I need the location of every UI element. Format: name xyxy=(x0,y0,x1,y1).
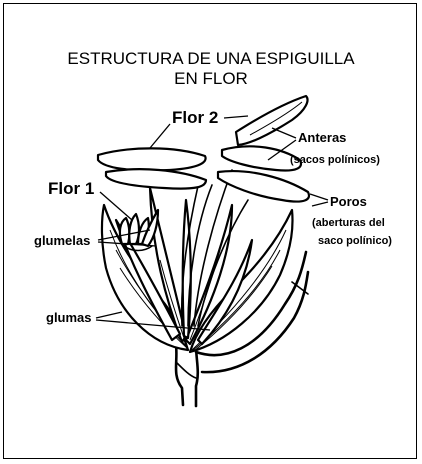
label-anteras: Anteras xyxy=(298,130,346,145)
flower-1 xyxy=(118,208,160,252)
pointer-anteras-2 xyxy=(267,139,297,161)
pointer-glumelas-1 xyxy=(97,229,151,241)
label-sacos-polinicos: (sacos polínicos) xyxy=(290,154,380,166)
diagram-title-line1: ESTRUCTURA DE UNA ESPIGUILLA xyxy=(67,49,355,68)
pointer-anteras-1 xyxy=(271,127,297,139)
rachilla xyxy=(194,250,310,374)
label-aberturas-2: saco polínico) xyxy=(318,235,392,247)
label-flor-1: Flor 1 xyxy=(48,179,94,198)
label-aberturas-1: (aberturas del xyxy=(312,217,385,229)
anther-right-mid xyxy=(220,145,303,172)
anther-right-top xyxy=(234,94,309,147)
pointer-glumelas-2 xyxy=(97,241,157,247)
pedicel xyxy=(174,343,200,408)
figure-frame xyxy=(3,3,417,459)
anther-left-1 xyxy=(96,147,207,172)
pointer-flor-1 xyxy=(99,191,133,221)
label-flor-2: Flor 2 xyxy=(172,108,218,127)
pointer-flor-2-right xyxy=(223,115,249,119)
pointer-glumas-1 xyxy=(95,311,123,319)
anther-right-low xyxy=(216,170,311,203)
label-poros: Poros xyxy=(330,194,367,209)
label-glumas: glumas xyxy=(46,310,92,325)
label-glumelas: glumelas xyxy=(34,233,90,248)
diagram-title-line2: EN FLOR xyxy=(174,69,248,88)
pointer-flor-2-left xyxy=(149,123,171,149)
pointer-poros-2 xyxy=(311,201,329,207)
filaments xyxy=(180,169,249,327)
anthers xyxy=(96,94,311,203)
anther-left-2 xyxy=(104,168,208,190)
pointer-glumas-2 xyxy=(95,319,211,331)
pointer-poros-1 xyxy=(309,193,329,201)
